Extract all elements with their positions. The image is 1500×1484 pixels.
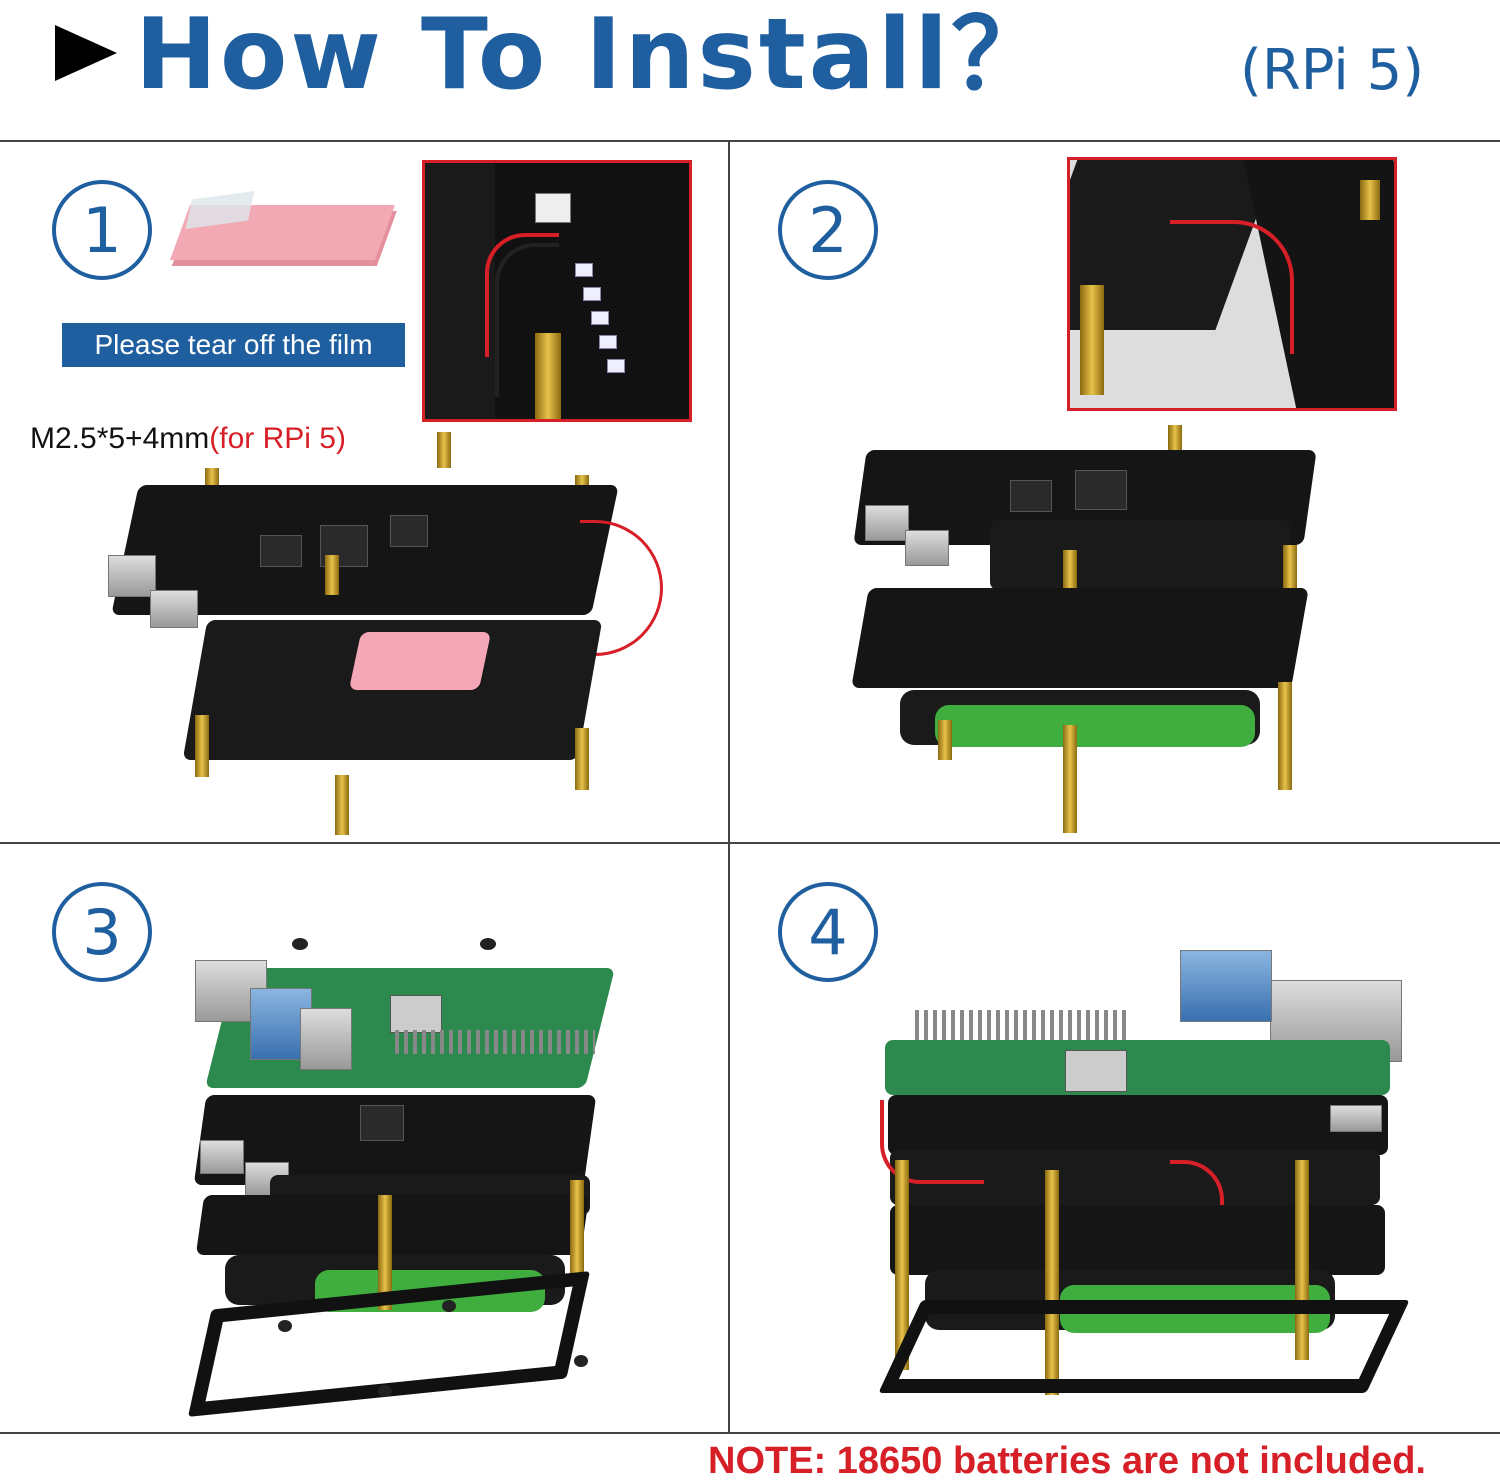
standoff-image: [575, 728, 589, 790]
led-indicator: [591, 311, 609, 325]
usb-port: [200, 1140, 244, 1174]
standoff-image: [570, 1180, 584, 1275]
led-indicator: [599, 335, 617, 349]
standoff-image: [938, 720, 952, 760]
page-subtitle: (RPi 5): [1240, 38, 1425, 103]
grid-vertical-line: [728, 140, 730, 1434]
gpio-header: [395, 1030, 595, 1054]
standoff-image: [1063, 725, 1077, 833]
standoff-image: [437, 432, 451, 468]
thermal-pad-on-case: [348, 632, 492, 690]
battery-image: [315, 1270, 545, 1312]
battery-board-image: [851, 588, 1309, 688]
standoff-image: [1278, 682, 1292, 790]
standoff-image: [895, 1160, 909, 1370]
step-2-zoom-inset: [1067, 157, 1397, 411]
step-3-number: 3: [52, 882, 152, 982]
led-indicator: [575, 263, 593, 277]
screw-icon: [442, 1300, 456, 1312]
standoff-spec-label: M2.5*5+4mm(for RPi 5): [30, 422, 346, 456]
usb-port: [108, 555, 156, 597]
tear-film-banner: Please tear off the film: [62, 323, 405, 367]
screw-icon: [574, 1355, 588, 1367]
raspberry-pi-board-image: [885, 1040, 1390, 1095]
usb-port: [150, 590, 198, 628]
screw-icon: [278, 1320, 292, 1332]
step-1-zoom-inset: [422, 160, 692, 422]
battery-board-image: [890, 1205, 1385, 1275]
standoff-image: [1080, 285, 1104, 395]
usb-port: [865, 505, 909, 541]
standoff-image: [1283, 545, 1297, 590]
screw-icon: [378, 1385, 392, 1397]
usb-port: [1330, 1105, 1382, 1132]
grid-top-line: [0, 140, 1500, 142]
step-1-number: 1: [52, 180, 152, 280]
soc-chip: [390, 995, 442, 1033]
standoff-image: [535, 333, 561, 419]
board-chip: [260, 535, 302, 567]
standoff-image: [1295, 1160, 1309, 1360]
standoff-image: [335, 775, 349, 835]
screw-icon: [480, 938, 496, 950]
board-chip: [360, 1105, 404, 1141]
standoff-image: [1168, 425, 1182, 455]
fan-wire-black: [495, 243, 559, 397]
page-title: How To Install？: [135, 0, 1052, 112]
board-chip: [1075, 470, 1127, 510]
step-4-number: 4: [778, 882, 878, 982]
board-chip: [390, 515, 428, 547]
standoff-image: [195, 715, 209, 777]
fan-connector: [535, 193, 571, 223]
standoff-image: [1045, 1170, 1059, 1395]
standoff-image: [378, 1195, 392, 1310]
fan-wire: [880, 1100, 984, 1184]
grid-middle-line: [0, 842, 1500, 844]
led-indicator: [607, 359, 625, 373]
soc-chip: [1065, 1050, 1127, 1092]
batteries-note: NOTE: 18650 batteries are not included.: [708, 1440, 1426, 1482]
led-indicator: [583, 287, 601, 301]
usb-port: [905, 530, 949, 566]
battery-board-image: [195, 1195, 590, 1255]
standoff-target: (for RPi 5): [209, 422, 346, 455]
heatsink-case-image: [990, 520, 1290, 590]
battery-image: [1060, 1285, 1330, 1333]
header: How To Install？ (RPi 5): [0, 0, 1500, 140]
screw-icon: [292, 938, 308, 950]
standoff-image: [1360, 180, 1380, 220]
standoff-size: M2.5*5+4mm: [30, 422, 210, 455]
acrylic-base-frame-image: [878, 1300, 1410, 1393]
usb-port: [1180, 950, 1272, 1022]
fan-wire: [485, 233, 559, 357]
step-2-number: 2: [778, 180, 878, 280]
board-chip: [320, 525, 368, 567]
usb-port: [300, 1008, 352, 1070]
fan-wire: [1170, 220, 1294, 354]
standoff-image: [325, 555, 339, 595]
battery-image: [935, 705, 1255, 747]
play-triangle-icon: [55, 25, 117, 81]
board-chip: [1010, 480, 1052, 512]
grid-bottom-line: [0, 1432, 1500, 1434]
